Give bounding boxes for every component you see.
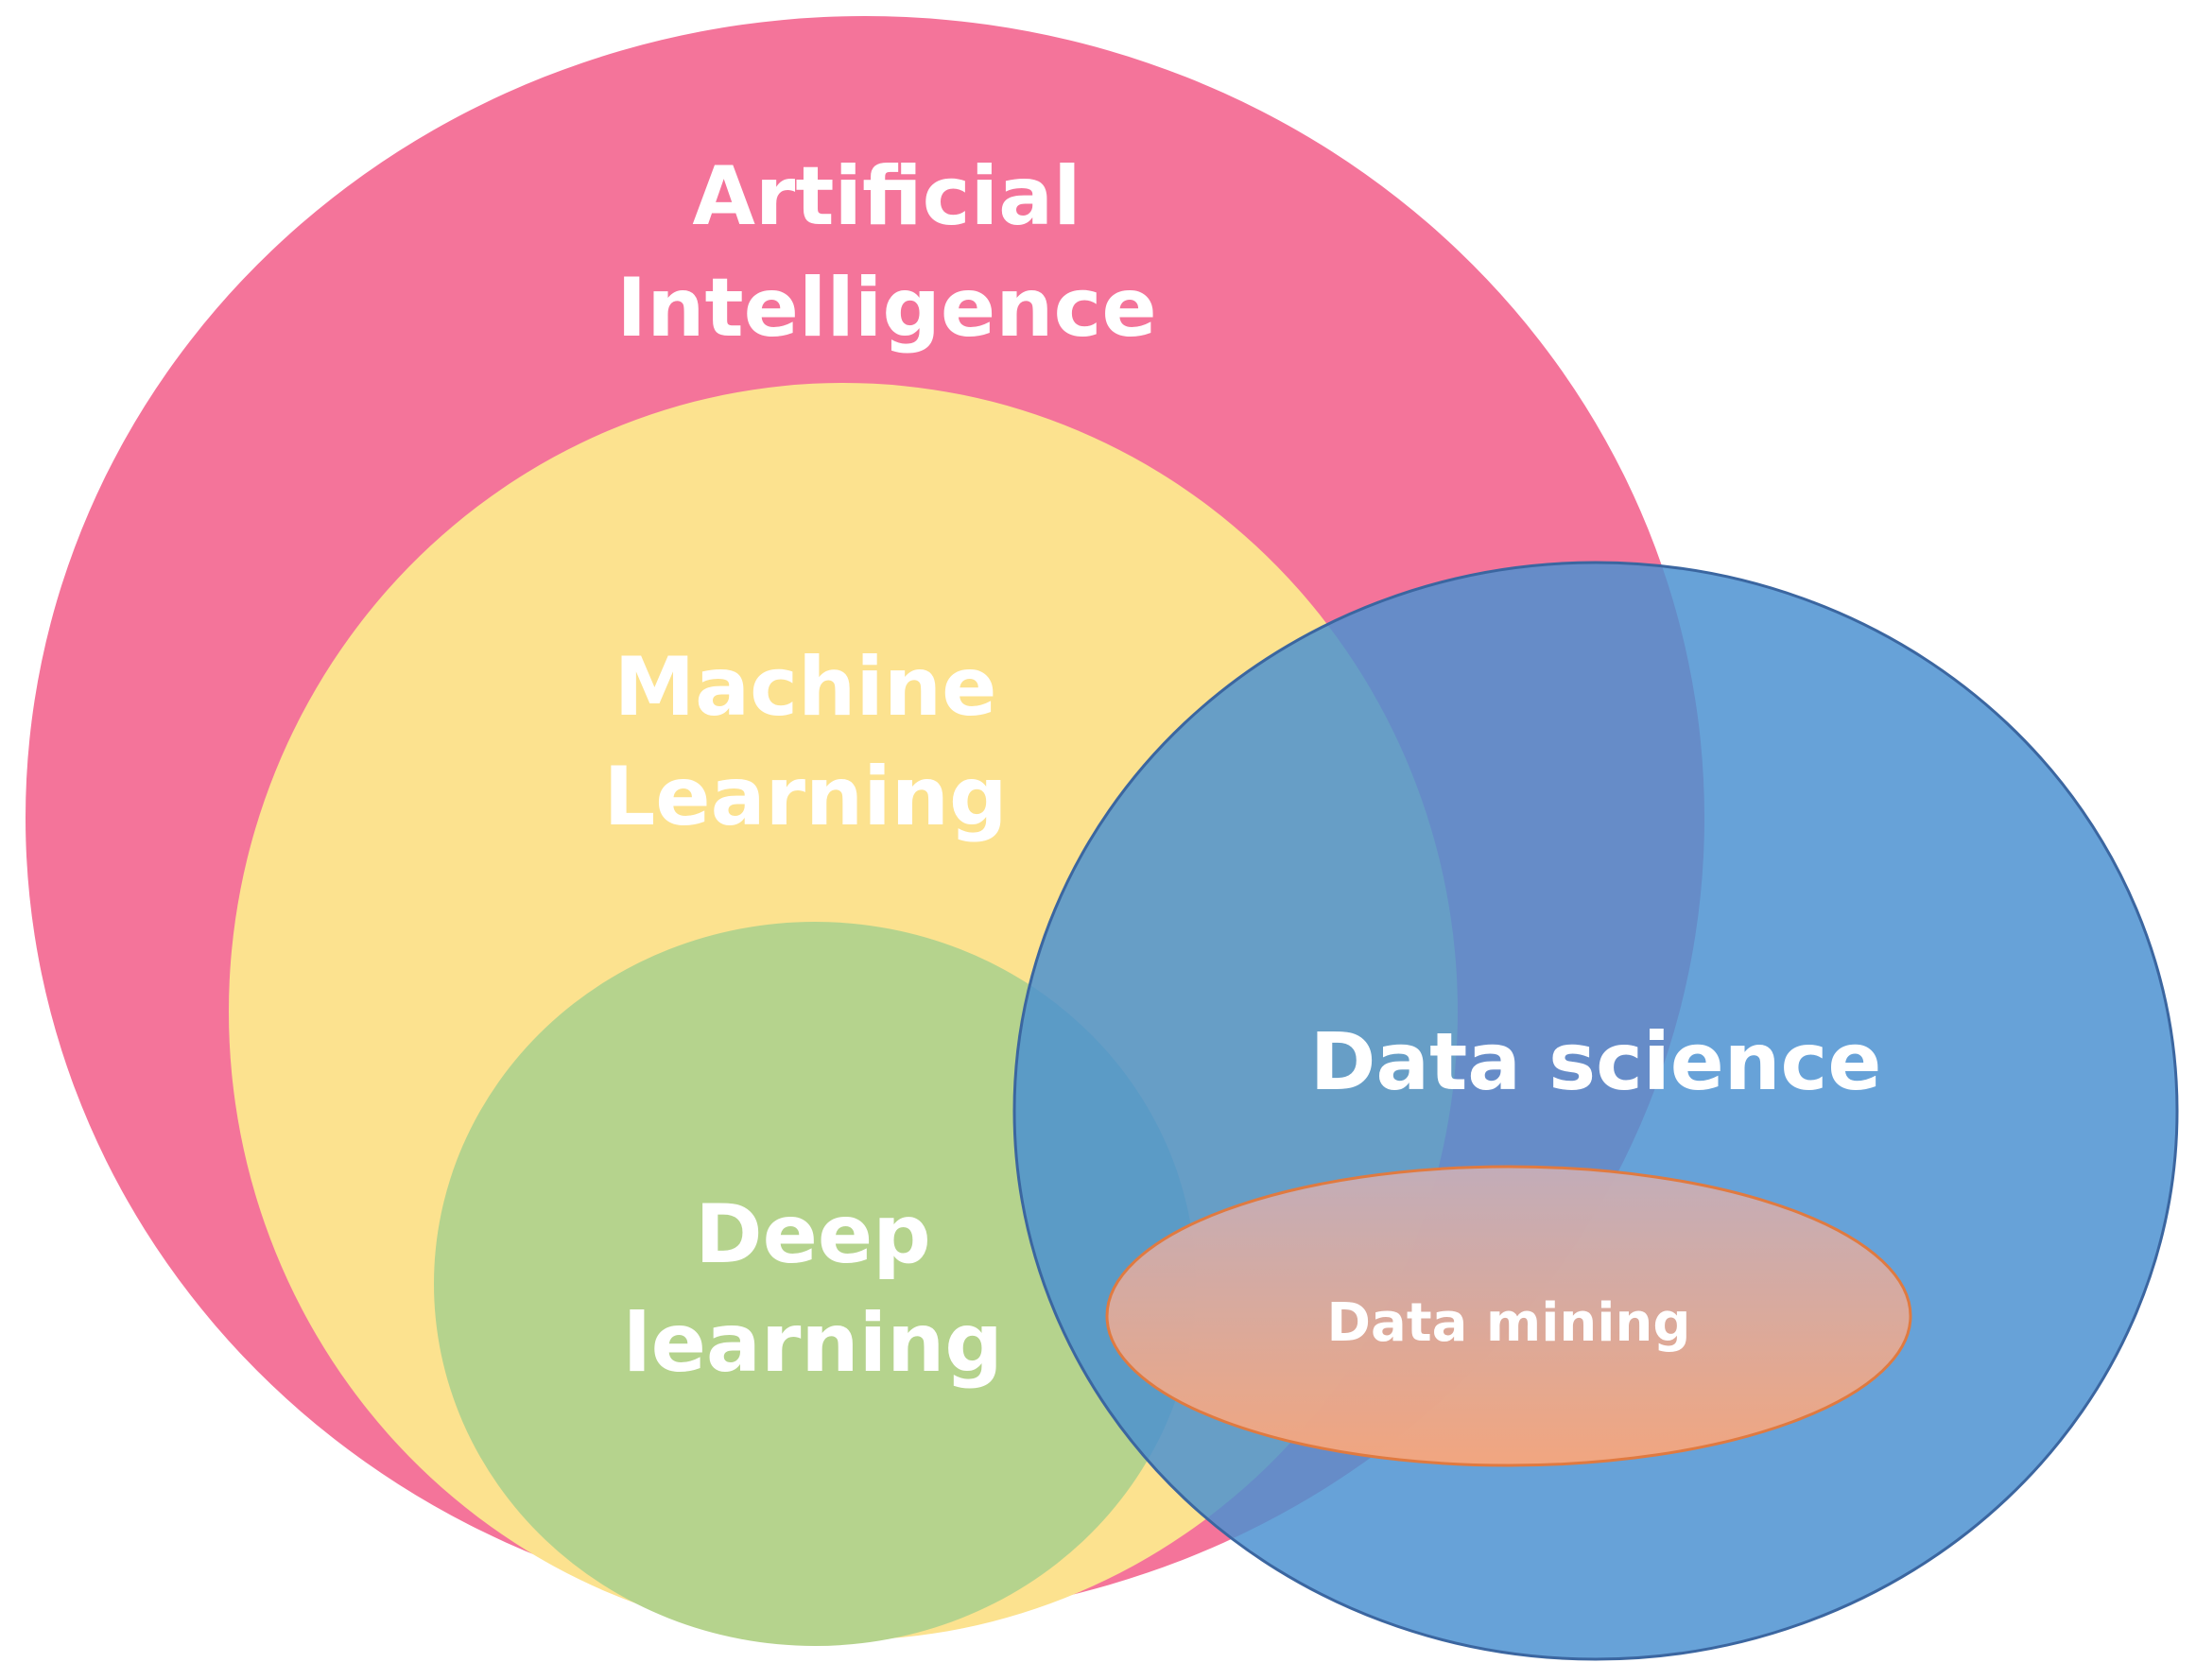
- data-mining-set: [1105, 1165, 1912, 1467]
- data-science-set: [1012, 561, 2179, 1661]
- machine-learning-label-line2: Learning: [603, 750, 1007, 844]
- artificial-intelligence-label-line2: Intelligence: [616, 261, 1157, 355]
- deep-learning-label-line2: learning: [623, 1296, 1003, 1391]
- deep-learning-label-line1: Deep: [695, 1187, 931, 1282]
- data-science-label: Data science: [1310, 1015, 1882, 1108]
- data-mining-label: Data mining: [1327, 1292, 1691, 1354]
- artificial-intelligence-label-line1: Artificial: [692, 149, 1081, 244]
- machine-learning-label-line1: Machine: [614, 640, 997, 735]
- deep-learning-set: [434, 922, 1196, 1646]
